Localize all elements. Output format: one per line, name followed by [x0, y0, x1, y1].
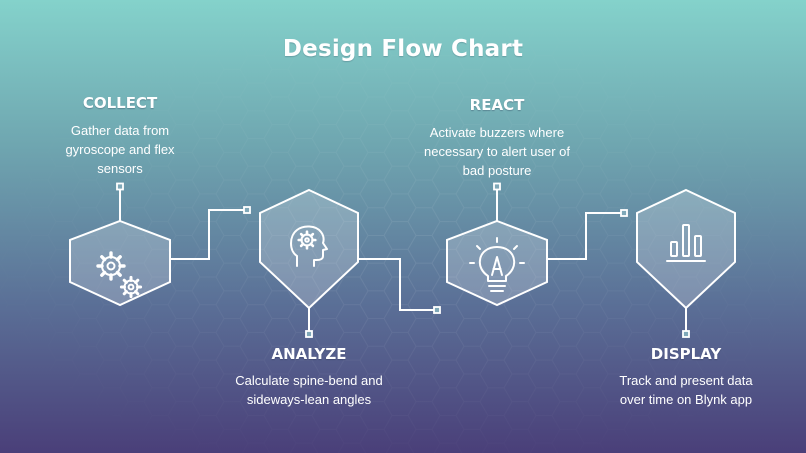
connector-node	[620, 209, 628, 217]
step-description-display: Track and present data over time on Blyn…	[581, 371, 791, 409]
head-gear-icon	[290, 225, 328, 267]
gears-icon	[96, 251, 143, 299]
connector-node	[682, 330, 690, 338]
step-heading-display: DISPLAY	[650, 345, 722, 363]
connector-react-display	[547, 212, 621, 260]
hexagon-analyze	[259, 188, 359, 310]
step-description-analyze: Calculate spine-bend and sideways-lean a…	[199, 371, 419, 409]
connector-collect-analyze	[170, 209, 244, 260]
step-heading-collect: COLLECT	[82, 94, 158, 112]
step-heading-react: REACT	[469, 96, 525, 114]
page-title: Design Flow Chart	[282, 36, 524, 62]
connector-node	[433, 306, 441, 314]
step-heading-analyze: ANALYZE	[271, 345, 347, 363]
description-line: Calculate spine-bend and	[235, 373, 383, 388]
connector-node	[305, 330, 313, 338]
description-line: sideways-lean angles	[246, 392, 372, 407]
description-line: bad posture	[462, 163, 532, 178]
description-line: sensors	[97, 161, 143, 176]
description-line: gyroscope and flex	[65, 142, 175, 157]
lightbulb-icon	[469, 237, 525, 292]
connector-analyze-react	[358, 258, 434, 311]
step-description-react: Activate buzzers where necessary to aler…	[382, 123, 612, 180]
connector-node	[243, 206, 251, 214]
description-line: Track and present data	[619, 373, 753, 388]
connector-node	[116, 182, 124, 191]
hexagon-react	[446, 219, 548, 307]
hexagon-display	[636, 188, 736, 310]
bar-chart-icon	[666, 224, 706, 262]
description-line: Activate buzzers where	[429, 125, 565, 140]
description-line: Gather data from	[70, 123, 170, 138]
step-description-collect: Gather data from gyroscope and flex sens…	[20, 121, 220, 178]
connector-node	[493, 182, 501, 191]
description-line: necessary to alert user of	[424, 144, 570, 159]
description-line: over time on Blynk app	[619, 392, 753, 407]
